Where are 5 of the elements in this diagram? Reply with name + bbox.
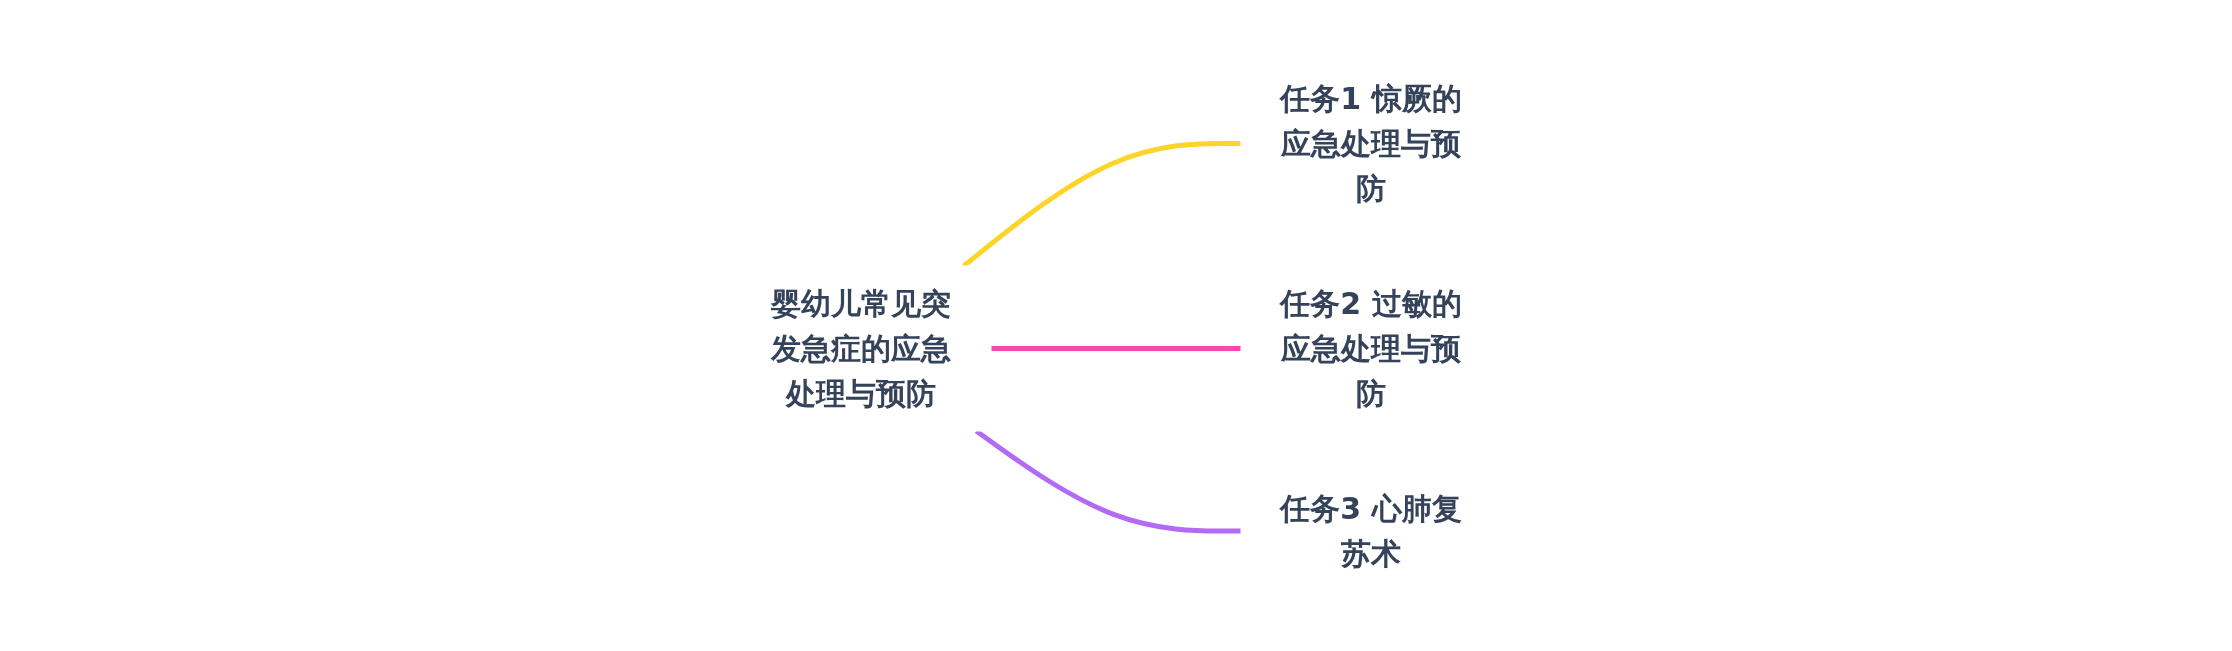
node-text: 任务2 过敏的应急处理与预防 xyxy=(1280,285,1462,411)
connector xyxy=(991,345,1241,351)
node-text: 婴幼儿常见突发急症的应急处理与预防 xyxy=(771,285,951,411)
node-text: 任务1 惊厥的应急处理与预防 xyxy=(1280,80,1462,206)
node-text: 任务3 心肺复苏术 xyxy=(1280,490,1462,571)
